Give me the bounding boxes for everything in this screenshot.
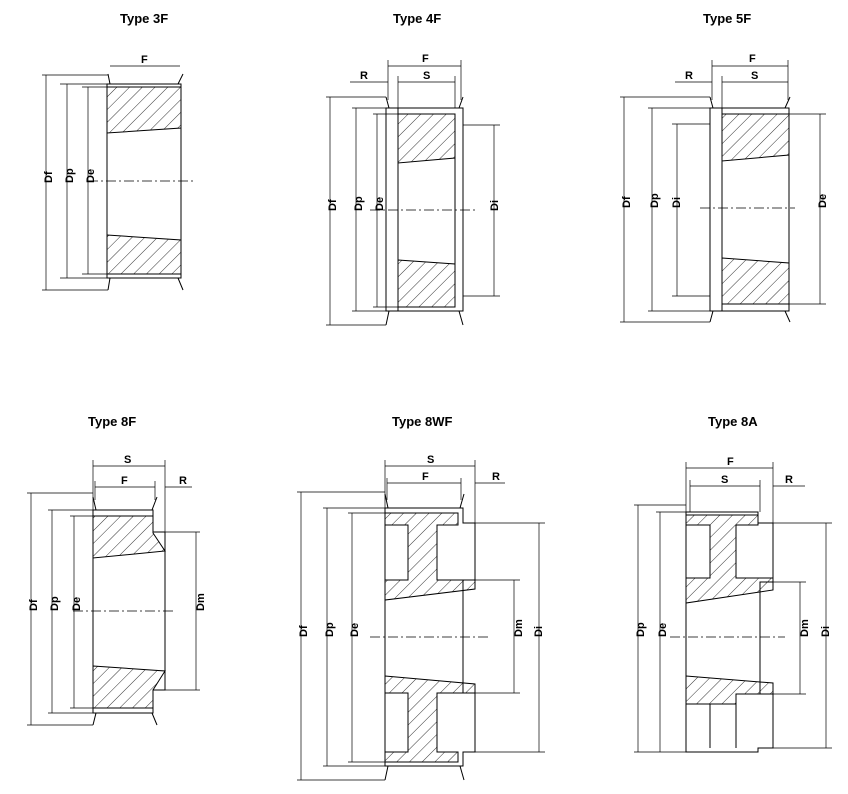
top-extension-lines: [711, 60, 789, 108]
top-extension-lines: [384, 460, 476, 523]
hatched-section-bottom: [721, 257, 790, 305]
label-de: De: [817, 194, 829, 208]
diagram-title: Type 8F: [88, 414, 136, 429]
pulley-section-outline: [709, 107, 790, 312]
top-extension-lines: [92, 460, 166, 532]
label-df: Df: [28, 599, 40, 611]
extension-lines: [42, 74, 108, 291]
hatched-section-top: [92, 515, 166, 559]
label-r: R: [360, 70, 368, 82]
label-df: Df: [621, 196, 633, 208]
extension-lines: [326, 96, 500, 326]
diagram-title: Type 3F: [120, 11, 168, 26]
label-dm: Dm: [195, 593, 207, 611]
top-extension-lines: [387, 60, 462, 108]
label-de: De: [657, 623, 669, 637]
label-f: F: [422, 53, 429, 65]
label-f: F: [727, 456, 734, 468]
label-dp: Dp: [49, 596, 61, 611]
label-df: Df: [298, 625, 310, 637]
label-dp: Dp: [353, 196, 365, 211]
label-f: F: [121, 475, 128, 487]
extension-lines: [297, 491, 545, 781]
label-r: R: [685, 70, 693, 82]
extension-lines: [620, 96, 826, 323]
label-de: De: [85, 169, 97, 183]
flange-and-bore-lines: [385, 96, 464, 326]
hatched-section-bottom: [384, 675, 476, 763]
pulley-section-outline: [385, 107, 464, 312]
hatched-section-bottom: [685, 675, 774, 705]
flange-lines: [709, 96, 791, 323]
label-de: De: [374, 197, 386, 211]
label-di: Di: [671, 197, 683, 208]
hatched-section-top: [721, 113, 790, 162]
label-dm: Dm: [799, 619, 811, 637]
diagram-type-3f: Type 3F F Df Dp De: [42, 11, 195, 291]
top-extension-lines: [685, 462, 774, 523]
label-s: S: [721, 474, 728, 486]
label-di: Di: [533, 626, 545, 637]
diagram-title: Type 5F: [703, 11, 751, 26]
label-r: R: [492, 471, 500, 483]
lower-web-lines: [709, 704, 737, 748]
extension-lines: [27, 492, 200, 726]
hatched-section-top: [397, 113, 456, 164]
label-de: De: [71, 597, 83, 611]
diagram-title: Type 8A: [708, 414, 758, 429]
label-di: Di: [820, 626, 832, 637]
flange-lines: [384, 493, 465, 781]
hatched-section-bottom: [397, 259, 456, 308]
label-df: Df: [43, 171, 55, 183]
label-dp: Dp: [324, 622, 336, 637]
label-f: F: [422, 471, 429, 483]
flange-lines: [92, 496, 158, 726]
label-r: R: [179, 475, 187, 487]
flange-lines: [107, 73, 184, 291]
diagram-type-4f: Type 4F F S R Df Dp De Di: [326, 11, 501, 326]
diagram-type-8f: Type 8F S F R Df Dp De Dm: [27, 414, 207, 726]
label-r: R: [785, 474, 793, 486]
hatched-section-top: [106, 86, 182, 134]
diagram-type-5f: Type 5F F S R Df Dp Di De: [620, 11, 829, 323]
diagram-title: Type 4F: [393, 11, 441, 26]
diagram-type-8wf: Type 8WF S F R Df Dp De Dm Di: [297, 414, 545, 781]
hatched-section-bottom: [92, 665, 166, 709]
diagram-type-8a: Type 8A F S R Dp De Dm Di: [634, 414, 832, 753]
hatched-section-top: [685, 514, 774, 604]
label-dp: Dp: [64, 168, 76, 183]
label-dp: Dp: [649, 193, 661, 208]
diagram-title: Type 8WF: [392, 414, 452, 429]
label-dp: Dp: [635, 622, 647, 637]
label-df: Df: [327, 199, 339, 211]
label-di: Di: [489, 200, 501, 211]
label-de: De: [349, 623, 361, 637]
label-f: F: [749, 53, 756, 65]
hatched-section-top: [384, 512, 476, 601]
label-s: S: [423, 70, 430, 82]
extension-lines: [634, 504, 832, 753]
label-s: S: [751, 70, 758, 82]
label-s: S: [124, 454, 131, 466]
label-dm: Dm: [513, 619, 525, 637]
label-s: S: [427, 454, 434, 466]
hatched-section-bottom: [106, 234, 182, 275]
label-f: F: [141, 54, 148, 66]
